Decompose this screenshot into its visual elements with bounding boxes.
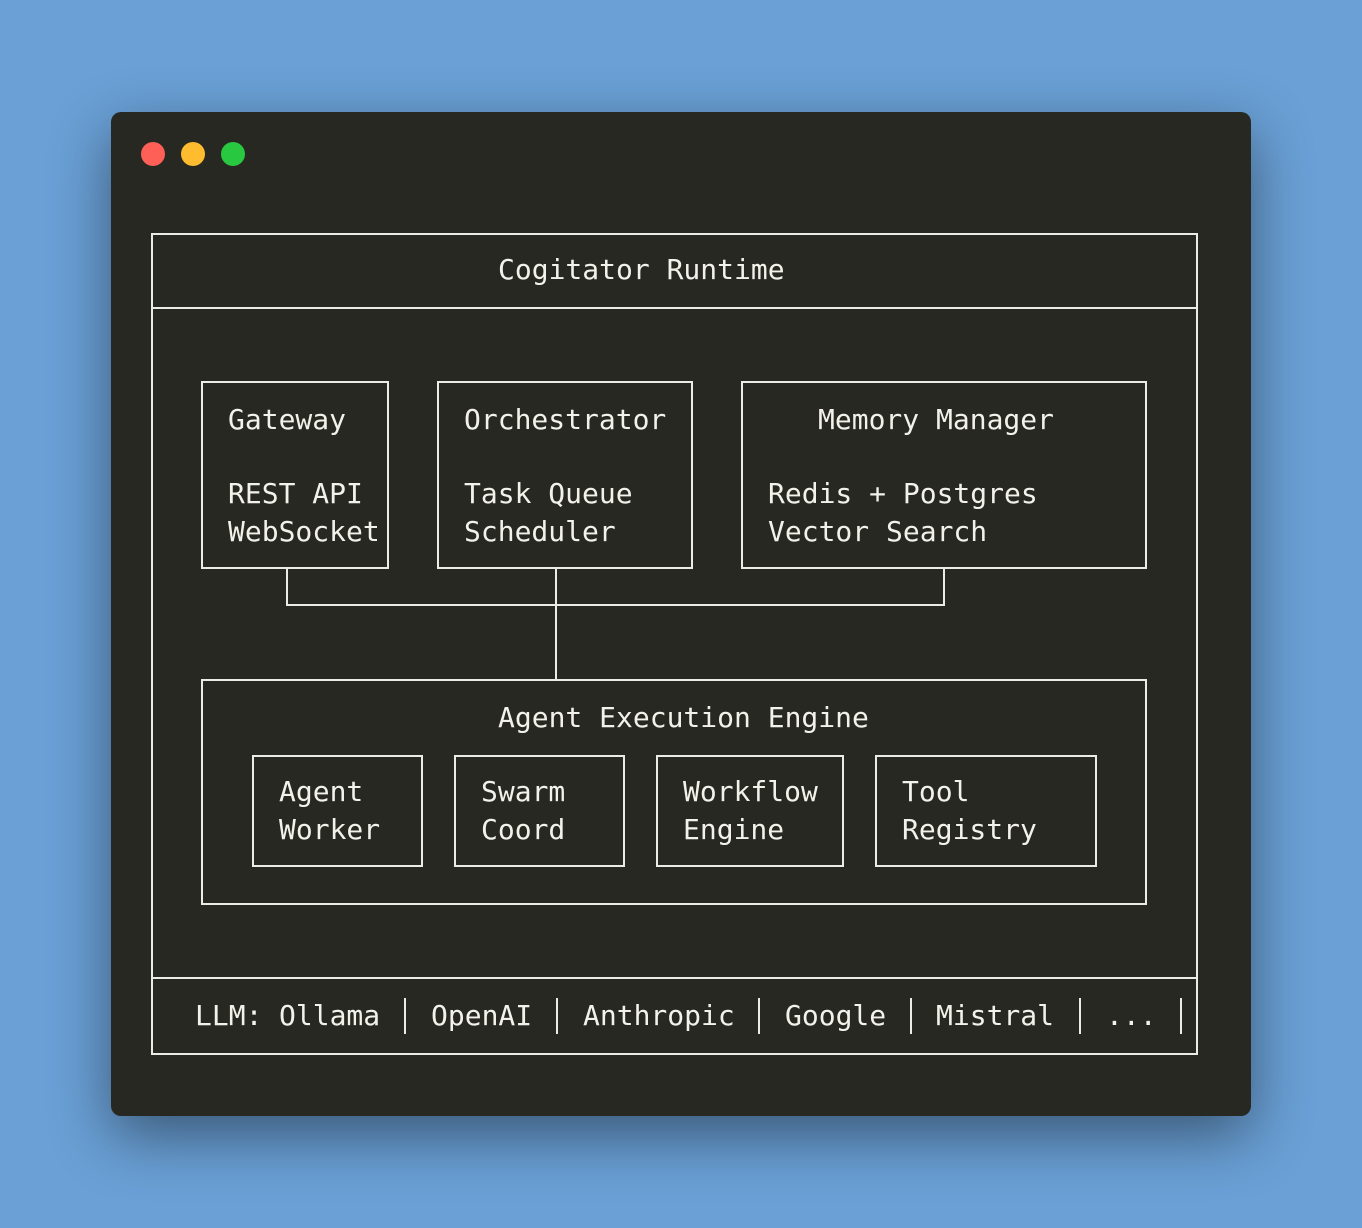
engine-title: Agent Execution Engine xyxy=(498,701,869,734)
orchestrator-title: Orchestrator xyxy=(464,403,667,436)
llm-provider: ... xyxy=(1106,999,1157,1032)
llm-provider: Ollama xyxy=(279,999,381,1032)
component-label: Worker xyxy=(279,813,381,846)
orchestrator-line: Scheduler xyxy=(464,515,616,548)
component-label: Coord xyxy=(481,813,566,846)
component-box xyxy=(875,755,1097,867)
memory-line: Vector Search xyxy=(768,515,988,548)
orchestrator-line: Task Queue xyxy=(464,477,633,510)
component-label: Registry xyxy=(902,813,1037,846)
separator xyxy=(556,998,558,1034)
memory-line: Redis + Postgres xyxy=(768,477,1038,510)
llm-provider: Mistral xyxy=(936,999,1055,1032)
connector xyxy=(943,569,945,606)
separator xyxy=(404,998,406,1034)
component-label: Agent xyxy=(279,775,364,808)
separator xyxy=(1180,998,1182,1034)
minimize-button[interactable] xyxy=(181,142,205,166)
divider xyxy=(151,977,1198,979)
runtime-box xyxy=(151,233,1198,1055)
close-button[interactable] xyxy=(141,142,165,166)
gateway-box xyxy=(201,381,389,569)
gateway-title: Gateway xyxy=(228,403,347,436)
memory-title: Memory Manager xyxy=(818,403,1055,436)
maximize-button[interactable] xyxy=(221,142,245,166)
gateway-line: WebSocket xyxy=(228,515,380,548)
orchestrator-box xyxy=(437,381,693,569)
connector xyxy=(286,569,288,606)
llm-label: LLM: xyxy=(195,999,263,1032)
separator xyxy=(1079,998,1081,1034)
component-box xyxy=(252,755,423,867)
llm-provider: Google xyxy=(785,999,887,1032)
component-label: Swarm xyxy=(481,775,566,808)
separator xyxy=(910,998,912,1034)
connector xyxy=(555,569,557,681)
gateway-line: REST API xyxy=(228,477,363,510)
connector xyxy=(286,604,945,606)
component-box xyxy=(656,755,844,867)
component-label: Tool xyxy=(902,775,970,808)
component-label: Engine xyxy=(683,813,785,846)
engine-box xyxy=(201,679,1147,905)
llm-provider: OpenAI xyxy=(431,999,533,1032)
runtime-title: Cogitator Runtime xyxy=(498,253,785,286)
llm-provider: Anthropic xyxy=(583,999,735,1032)
terminal-window xyxy=(111,112,1251,1116)
separator xyxy=(758,998,760,1034)
component-box xyxy=(454,755,625,867)
component-label: Workflow xyxy=(683,775,818,808)
divider xyxy=(151,307,1198,309)
memory-box xyxy=(741,381,1147,569)
